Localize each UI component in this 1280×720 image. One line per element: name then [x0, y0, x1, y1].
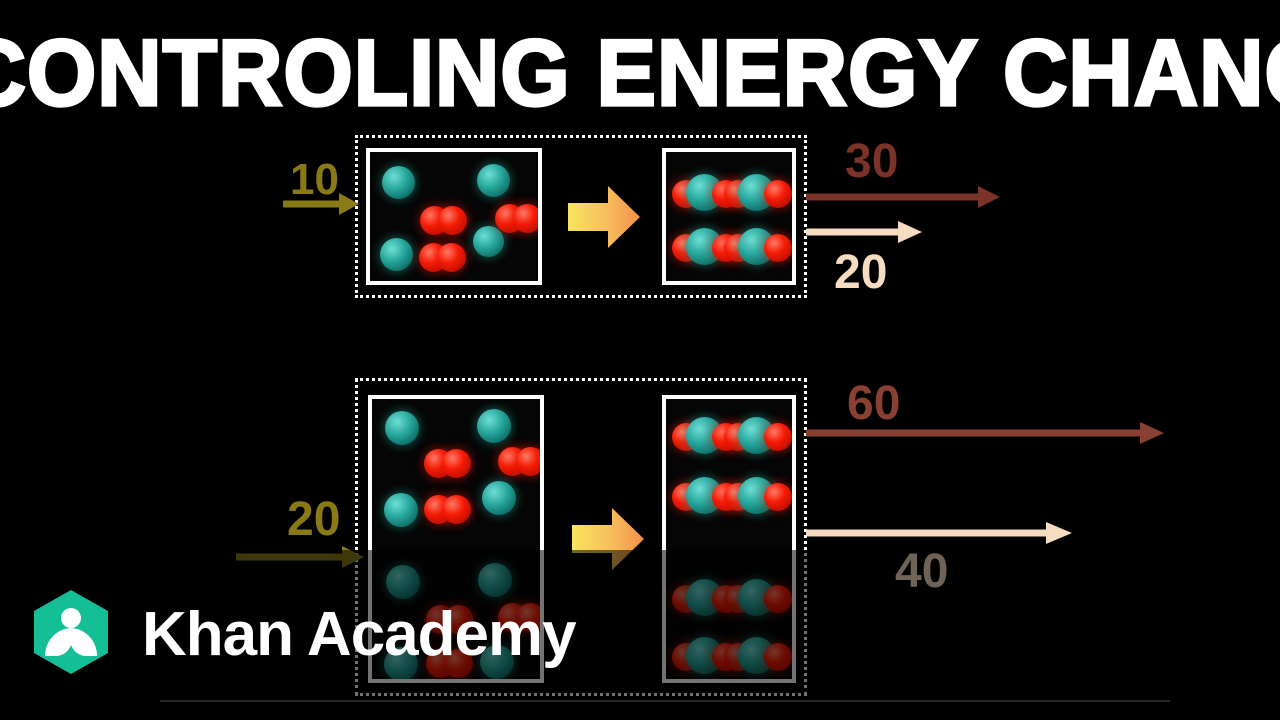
oxygen-atom	[513, 204, 538, 233]
khan-academy-wordmark: Khan Academy	[142, 600, 577, 669]
product-box-top	[662, 148, 796, 285]
carbon-atom	[382, 166, 415, 199]
arrow-head	[342, 546, 364, 568]
oxygen-atom	[764, 483, 792, 511]
carbon-atom	[478, 563, 512, 597]
carbon-atom	[473, 226, 504, 257]
head-circle-shape	[61, 608, 81, 628]
oxygen-atom	[764, 234, 792, 262]
arrow-head	[1046, 522, 1072, 544]
energy-output-arrow-heat-bottom	[806, 422, 1166, 444]
oxygen-atom	[437, 243, 466, 272]
carbon-atom	[385, 411, 419, 445]
reaction-transform-arrow-bottom	[572, 508, 644, 570]
reaction-transform-arrow-top	[568, 186, 640, 248]
oxygen-atom	[516, 447, 540, 476]
oxygen-atom	[764, 180, 792, 208]
carbon-atom	[380, 238, 413, 271]
carbon-atom	[477, 164, 510, 197]
arrow-head	[978, 186, 1000, 208]
arrow-shaft	[806, 228, 902, 236]
video-progress-line[interactable]	[160, 700, 1170, 702]
energy-input-label-top: 10	[290, 155, 339, 204]
page-title: CONTROLING ENERGY CHANGES	[0, 19, 1280, 126]
arrow-shaft	[283, 200, 343, 208]
arrow-head	[1140, 422, 1164, 444]
carbon-atom	[477, 409, 511, 443]
energy-output-arrow-work-top	[806, 221, 926, 243]
energy-output-label-work-bottom: 40	[895, 545, 949, 598]
energy-output-label-work-top: 20	[834, 246, 888, 299]
product-box-bottom	[662, 395, 796, 683]
arrow-shaft	[806, 193, 982, 201]
energy-output-label-heat-top: 30	[845, 135, 899, 188]
right-arrow-icon	[568, 186, 640, 248]
reactant-box-top	[366, 148, 542, 285]
energy-output-arrow-work-bottom	[806, 522, 1076, 544]
oxygen-atom	[438, 206, 467, 235]
arrow-shaft	[236, 553, 346, 561]
arrow-head	[898, 221, 922, 243]
system-boundary-top	[355, 135, 807, 298]
energy-output-label-heat-bottom: 60	[847, 377, 901, 430]
arrow-shaft	[806, 529, 1050, 537]
energy-input-arrow-top	[283, 193, 361, 215]
arrow-head	[339, 193, 359, 215]
oxygen-atom	[442, 495, 471, 524]
energy-input-arrow-bottom	[236, 546, 366, 568]
carbon-atom	[384, 493, 418, 527]
right-arrow-icon	[572, 508, 644, 570]
carbon-atom	[386, 565, 420, 599]
khan-academy-leaf-hexagon-icon	[34, 590, 108, 674]
oxygen-atom	[764, 643, 792, 671]
energy-output-arrow-heat-top	[806, 186, 1002, 208]
oxygen-atom	[764, 585, 792, 613]
carbon-atom	[482, 481, 516, 515]
oxygen-atom	[442, 449, 471, 478]
energy-input-label-bottom: 20	[287, 493, 341, 546]
oxygen-atom	[764, 423, 792, 451]
arrow-shaft	[806, 429, 1144, 437]
